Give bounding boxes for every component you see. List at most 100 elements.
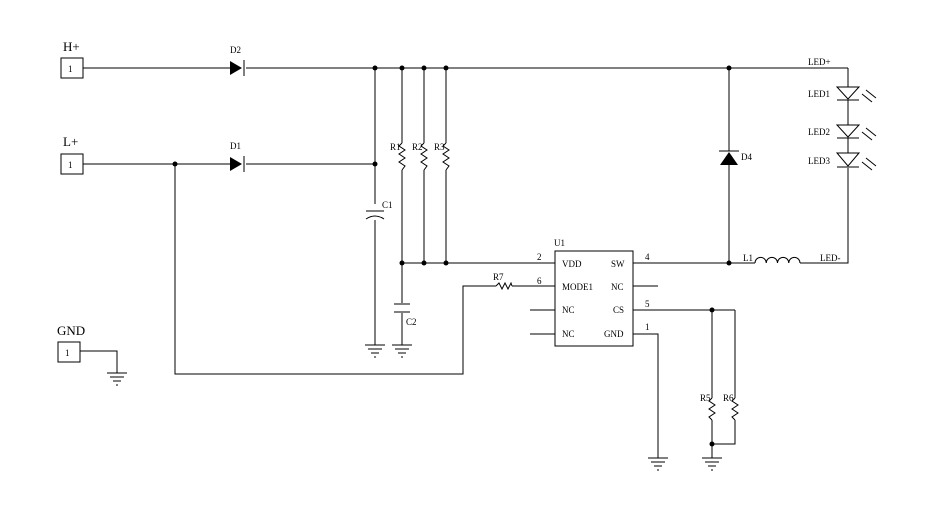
resistor-r7: R7 (493, 272, 513, 291)
diode-d4-body (720, 152, 738, 165)
capacitor-c1-label: C1 (382, 200, 393, 210)
junction-dot (443, 260, 449, 266)
junction-dot (372, 65, 378, 71)
resistor-r7-body (495, 281, 513, 291)
resistor-r1-label: R1 (390, 142, 401, 152)
junction-dot (726, 65, 732, 71)
resistor-r5-body (708, 397, 716, 421)
inductor-l1-label: L1 (743, 253, 753, 263)
ic-pin-number-cs: 5 (645, 299, 650, 309)
junction-dot (709, 307, 715, 313)
port-h-plus: H+ 1 (60, 39, 84, 79)
ground-symbol (392, 344, 412, 358)
junction-dot (709, 441, 715, 447)
resistor-r3-body (442, 142, 450, 171)
port-h-plus-label: H+ (63, 39, 80, 54)
resistor-r3: R3 (434, 142, 450, 171)
ground-symbol (365, 344, 385, 358)
junction-dot (399, 260, 405, 266)
junction-dot (399, 65, 405, 71)
resistor-r2-label: R2 (412, 142, 423, 152)
junction-dot (726, 260, 732, 266)
ic-gnd-wire (633, 333, 659, 458)
ground-symbol (107, 372, 127, 386)
ic-pin-number-vdd: 2 (537, 252, 542, 262)
resistor-r1-body (398, 142, 406, 171)
resistor-r3-label: R3 (434, 142, 445, 152)
port-l-plus: L+ 1 (60, 134, 84, 175)
ic-u1-body (554, 250, 634, 347)
port-l-plus-pin: 1 (68, 160, 73, 170)
diode-d2-label: D2 (230, 45, 241, 55)
diode-d1-label: D1 (230, 141, 241, 151)
diode-d1-body (230, 157, 242, 171)
diode-d1: D1 (230, 141, 245, 172)
ic-nc-stubs (530, 285, 658, 335)
junction-dot (443, 65, 449, 71)
capacitor-c2: C2 (394, 303, 417, 327)
led-2: LED2 (808, 124, 877, 141)
ic-pin-cs: CS (613, 305, 624, 315)
ic-pin-nc-left-2: NC (562, 329, 575, 339)
port-gnd: GND 1 (57, 323, 127, 386)
ic-pin-gnd: GND (604, 329, 624, 339)
led-2-label: LED2 (808, 127, 830, 137)
ic-pin-nc-right: NC (611, 282, 624, 292)
sw-wire (633, 168, 849, 264)
diode-d4-label: D4 (741, 152, 752, 162)
port-l-plus-label: L+ (63, 134, 78, 149)
ic-pin-nc-left-1: NC (562, 305, 575, 315)
ic-pin-sw: SW (611, 259, 625, 269)
capacitor-c2-label: C2 (406, 317, 417, 327)
ic-pin-number-mode1: 6 (537, 276, 542, 286)
junction-dot (172, 161, 178, 167)
resistor-r5-label: R5 (700, 393, 711, 403)
net-led-minus: LED- (820, 253, 841, 263)
gnd-port-wire (80, 350, 118, 373)
ic-pin-number-sw: 4 (645, 252, 650, 262)
diode-d4: D4 (719, 150, 752, 165)
inductor-l1: L1 (743, 253, 801, 264)
led-1-label: LED1 (808, 89, 830, 99)
ic-u1: U1 VDD MODE1 NC NC SW NC CS GND 2 6 4 5 … (530, 238, 658, 347)
port-gnd-label: GND (57, 323, 85, 338)
led-3: LED3 (808, 152, 877, 171)
led-1-body (835, 86, 861, 100)
inductor-l1-coil (754, 256, 801, 264)
junction-dot (421, 65, 427, 71)
ic-pin-vdd: VDD (562, 259, 582, 269)
mode1-wire (174, 164, 555, 375)
resistor-r6-label: R6 (723, 393, 734, 403)
led-2-body (835, 124, 861, 138)
junction-dot (372, 161, 378, 167)
r6-wire (712, 310, 736, 445)
resistor-r1: R1 (390, 142, 406, 171)
net-led-plus: LED+ (808, 57, 831, 67)
led-3-body (835, 152, 861, 167)
ic-u1-ref: U1 (554, 238, 565, 248)
diode-d2: D2 (230, 45, 245, 76)
capacitor-c1-plate-bottom (365, 215, 385, 220)
led-3-light-icon (861, 157, 877, 171)
resistor-r7-label: R7 (493, 272, 504, 282)
led-1-light-icon (861, 89, 877, 103)
led-1: LED1 (808, 86, 877, 103)
ground-symbol (702, 457, 722, 471)
resistor-r2-body (420, 142, 428, 171)
port-gnd-pin: 1 (65, 348, 70, 358)
junction-dot (421, 260, 427, 266)
ground-symbol (648, 457, 668, 471)
ic-pin-number-gnd: 1 (645, 322, 650, 332)
resistor-r6-body (731, 397, 739, 421)
ic-pin-mode1: MODE1 (562, 282, 593, 292)
diode-d2-body (230, 61, 242, 75)
led-3-label: LED3 (808, 156, 830, 166)
led-2-light-icon (861, 127, 877, 141)
capacitor-c1: C1 (365, 200, 393, 220)
port-h-plus-pin: 1 (68, 64, 73, 74)
resistor-r6: R6 (723, 393, 739, 421)
resistor-r5: R5 (700, 393, 716, 421)
resistor-r2: R2 (412, 142, 428, 171)
port-gnd-box (57, 341, 81, 363)
